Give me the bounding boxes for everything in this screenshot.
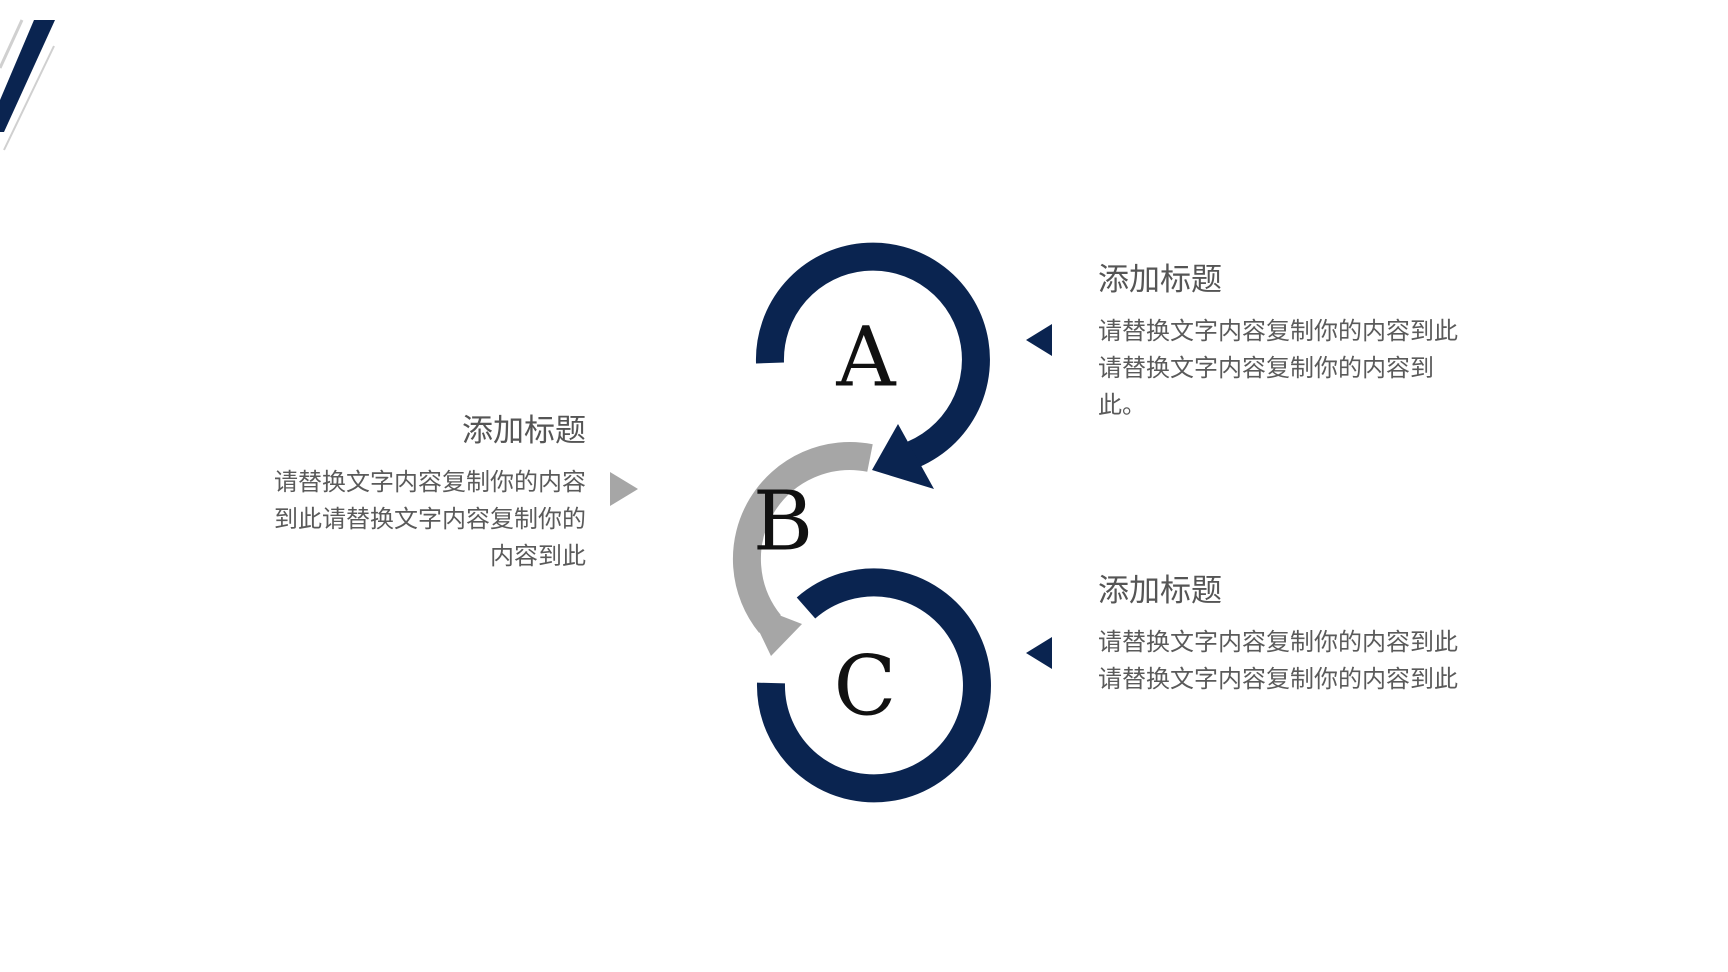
ring-a-arc (755, 242, 990, 474)
ring-c-letter: C (834, 640, 897, 735)
ring-b-letter: B (753, 475, 813, 570)
pointer-a-icon (1026, 324, 1052, 356)
corner-navy-stripe (0, 20, 55, 132)
ring-a-arrow-head (872, 424, 934, 489)
corner-gray-line-1 (0, 19, 24, 69)
ring-c: C (756, 568, 991, 803)
ring-a-letter: A (835, 311, 897, 406)
ring-c-arc (756, 568, 991, 803)
corner-gray-line-2 (3, 45, 55, 151)
block-c-body: 请替换文字内容复制你的内容到此请替换文字内容复制你的内容到此 (1098, 628, 1458, 694)
text-block-c: 添加标题 请替换文字内容复制你的内容到此请替换文字内容复制你的内容到此 (1098, 573, 1478, 698)
ring-a: A (755, 242, 990, 489)
ring-b: B (732, 442, 873, 656)
ring-b-arrow-head (745, 602, 802, 656)
pointer-c-icon (1026, 637, 1052, 669)
block-b-title: 添加标题 (462, 413, 586, 449)
text-block-a: 添加标题 请替换文字内容复制你的内容到此请替换文字内容复制你的内容到此。 (1098, 262, 1478, 424)
text-block-b: 添加标题 请替换文字内容复制你的内容到此请替换文字内容复制你的内容到此 (270, 413, 586, 575)
block-c-title: 添加标题 (1098, 573, 1222, 609)
block-b-body: 请替换文字内容复制你的内容到此请替换文字内容复制你的内容到此 (274, 468, 586, 571)
corner-decoration (0, 19, 55, 151)
ring-b-arc (732, 442, 873, 633)
pointer-b-icon (610, 472, 638, 506)
block-a-title: 添加标题 (1098, 262, 1222, 298)
block-a-body: 请替换文字内容复制你的内容到此请替换文字内容复制你的内容到此。 (1098, 317, 1458, 420)
